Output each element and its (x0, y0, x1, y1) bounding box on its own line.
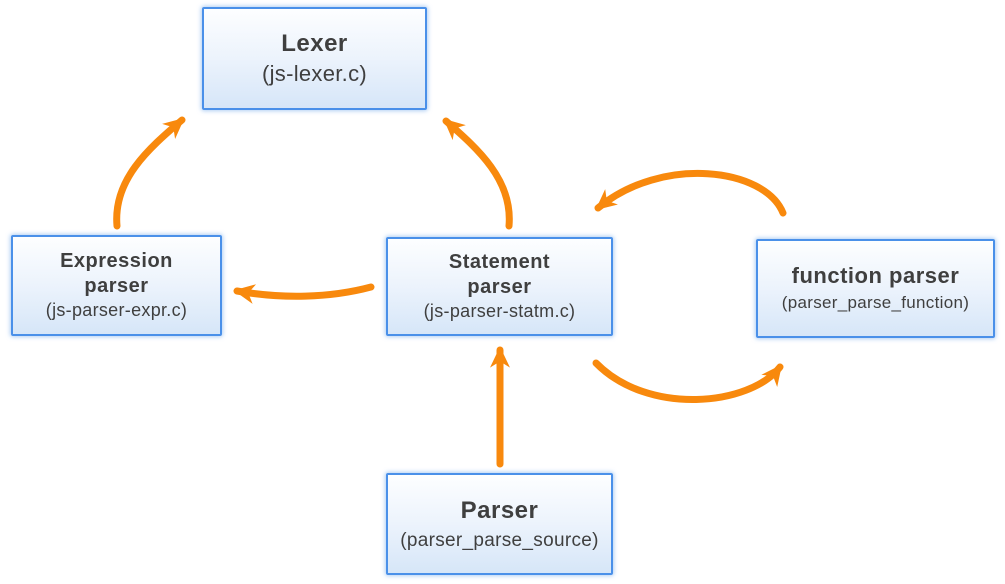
node-statement-parser-title-line2: parser (467, 275, 532, 298)
node-expression-parser-title-line2: parser (84, 274, 149, 297)
node-statement-parser-subtitle: (js-parser-statm.c) (423, 300, 576, 321)
node-parser-subtitle: (parser_parse_source) (400, 529, 599, 551)
node-expression-parser-title-line1: Expression (60, 250, 173, 273)
node-function-parser-title: function parser (791, 263, 960, 289)
node-parser: Parser (parser_parse_source) (386, 473, 613, 575)
arrow-statement-parser-to-lexer (442, 117, 513, 230)
arrow-function-parser-to-statement-parser (594, 169, 787, 217)
node-statement-parser: Statement parser (js-parser-statm.c) (386, 237, 613, 336)
node-lexer-title: Lexer (281, 29, 348, 57)
arrow-statement-parser-to-expression-parser (233, 283, 375, 304)
node-expression-parser-subtitle: (js-parser-expr.c) (45, 299, 188, 320)
node-expression-parser: Expression parser (js-parser-expr.c) (11, 235, 222, 336)
node-parser-title: Parser (460, 497, 539, 525)
node-statement-parser-title-line1: Statement (448, 251, 551, 274)
node-lexer-subtitle: (js-lexer.c) (261, 61, 368, 87)
node-function-parser-subtitle: (parser_parse_function) (781, 293, 970, 313)
arrow-expression-parser-to-lexer (113, 116, 186, 230)
arrow-statement-parser-to-function-parser (592, 359, 784, 403)
node-lexer: Lexer (js-lexer.c) (202, 7, 427, 110)
node-function-parser: function parser (parser_parse_function) (756, 239, 995, 338)
